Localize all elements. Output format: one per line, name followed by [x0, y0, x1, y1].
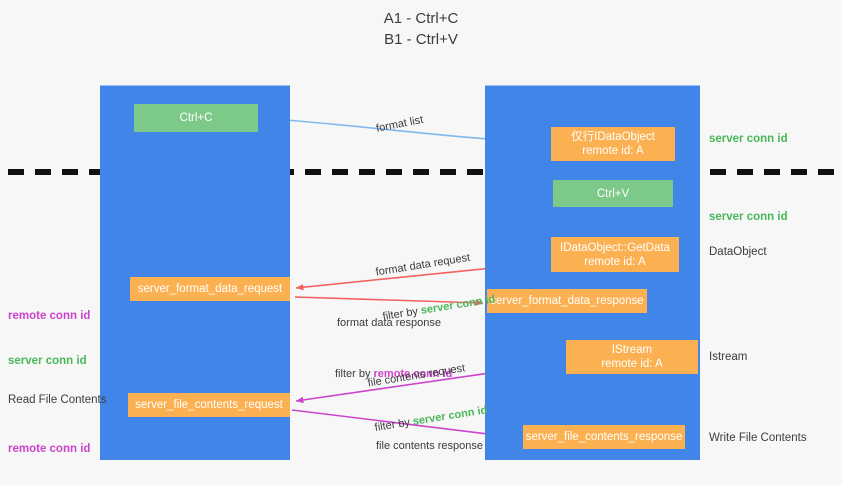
edge-label-format-data-response-filter: filter by remote conn id	[335, 367, 452, 382]
node-server-file-contents-request[interactable]: server_file_contents_request	[128, 393, 290, 417]
edge-format-data-response	[294, 296, 484, 306]
edge-label-format-data-response-text: format data response	[337, 317, 441, 329]
node-ctrl-v[interactable]: Ctrl+V	[553, 180, 673, 207]
right-label-write-file-contents: Write File Contents	[709, 432, 807, 444]
node-istream[interactable]: IStream remote id: A	[566, 340, 698, 374]
node-idataobject[interactable]: 仅行IDataObject remote id: A	[551, 127, 675, 161]
right-label-server-conn-id-top: server conn id	[709, 133, 788, 145]
edge-label-file-contents-response-text: file contents response	[376, 440, 484, 452]
node-server-format-data-request[interactable]: server_format_data_request	[130, 277, 290, 301]
node-idataobject-getdata[interactable]: IDataObject::GetData remote id: A	[551, 237, 679, 272]
left-label-read-file-contents: Read File Contents	[8, 394, 107, 406]
node-server-format-data-response[interactable]: server_format_data_response	[487, 289, 647, 313]
edge-label-format-data-request-text: format data request	[374, 251, 471, 279]
edge-label-file-contents-request-text: file contents request	[366, 362, 466, 390]
right-label-dataobject: DataObject	[709, 246, 767, 258]
left-label-conn-pair-2: remote conn id server conn id	[8, 412, 90, 485]
right-label-server-conn-id-mid: server conn id	[709, 211, 788, 223]
node-ctrl-c[interactable]: Ctrl+C	[134, 104, 258, 132]
node-server-file-contents-response[interactable]: server_file_contents_response	[523, 425, 685, 449]
left-label-server-conn-id-1: server conn id	[8, 355, 87, 367]
left-label-remote-conn-id-1: remote conn id	[8, 310, 91, 322]
right-label-istream: Istream	[709, 351, 748, 363]
filter-value: remote conn id	[373, 368, 453, 380]
edge-label-file-contents-response: file contents response filter by remote …	[340, 409, 483, 485]
diagram-title: A1 - Ctrl+C B1 - Ctrl+V	[383, 10, 459, 48]
left-label-remote-conn-id-2: remote conn id	[8, 443, 91, 455]
filter-prefix: filter by	[335, 368, 374, 380]
edge-label-format-data-response: format data response filter by remote co…	[335, 286, 452, 412]
left-label-conn-pair-1: remote conn id server conn id	[8, 279, 90, 399]
edge-file-contents-response	[291, 409, 522, 441]
